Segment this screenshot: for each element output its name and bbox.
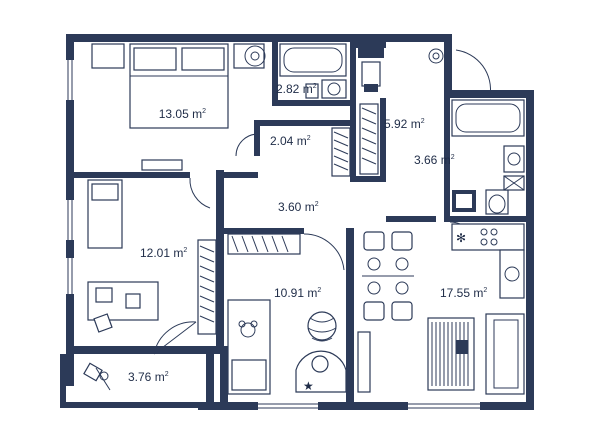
- hall-lamp-icon: [428, 48, 444, 64]
- area-bathroom: 2.82 m2: [276, 82, 317, 96]
- kids-wardrobe-icon: [227, 233, 301, 255]
- boiler-icon: [452, 190, 476, 212]
- single-bed-icon: [87, 179, 123, 249]
- kids-bed-icon: [227, 299, 271, 395]
- sofa-icon: [485, 313, 525, 395]
- area-wc: 3.66 m2: [414, 153, 455, 167]
- shelf-icon: [197, 239, 217, 335]
- lamp-icon: [244, 45, 266, 67]
- area-corridor: 3.60 m2: [278, 200, 319, 214]
- sink-icon: [503, 145, 525, 173]
- area-bedroom: 13.05 m2: [159, 107, 206, 121]
- washing-machine-icon: [305, 83, 319, 99]
- kitchen-counter-icon: ✻: [451, 223, 525, 299]
- interior-walls: [74, 42, 528, 404]
- shower-tub-icon: [451, 99, 525, 137]
- bottom-windows: [258, 402, 480, 410]
- area-hall: 5.92 m2: [384, 117, 425, 131]
- area-closet: 2.04 m2: [270, 134, 311, 148]
- desk-icon: [87, 281, 159, 333]
- ball-icon: [307, 311, 337, 342]
- washbasin-icon: [321, 79, 347, 99]
- area-labels: 13.05 m2 2.82 m2 5.92 m2 2.04 m2 3.66 m2…: [128, 82, 487, 384]
- dining-table-icon: [362, 231, 414, 321]
- wardrobe-icon: [141, 159, 183, 171]
- double-bed-icon: [129, 43, 229, 129]
- wardrobe-rod-icon: [331, 103, 379, 177]
- svg-text:★: ★: [303, 379, 314, 393]
- toy-bear-icon: [238, 320, 258, 338]
- area-kitchen-living: 17.55 m2: [440, 286, 487, 300]
- balcony-chair-icon: [83, 362, 111, 391]
- rug-icon: [427, 317, 475, 391]
- cabinet-icon: [357, 331, 371, 393]
- washer-icon: [503, 175, 525, 191]
- left-windows: [66, 60, 74, 294]
- area-balcony: 3.76 m2: [128, 370, 169, 384]
- kids-chair-icon: ★: [295, 350, 347, 393]
- area-kids-room: 10.91 m2: [274, 286, 321, 300]
- toilet-icon: [485, 189, 509, 215]
- bathtub-icon: [279, 43, 347, 77]
- utility-shaft: [358, 48, 384, 92]
- svg-text:✻: ✻: [456, 231, 466, 245]
- area-study-bedroom: 12.01 m2: [140, 246, 187, 260]
